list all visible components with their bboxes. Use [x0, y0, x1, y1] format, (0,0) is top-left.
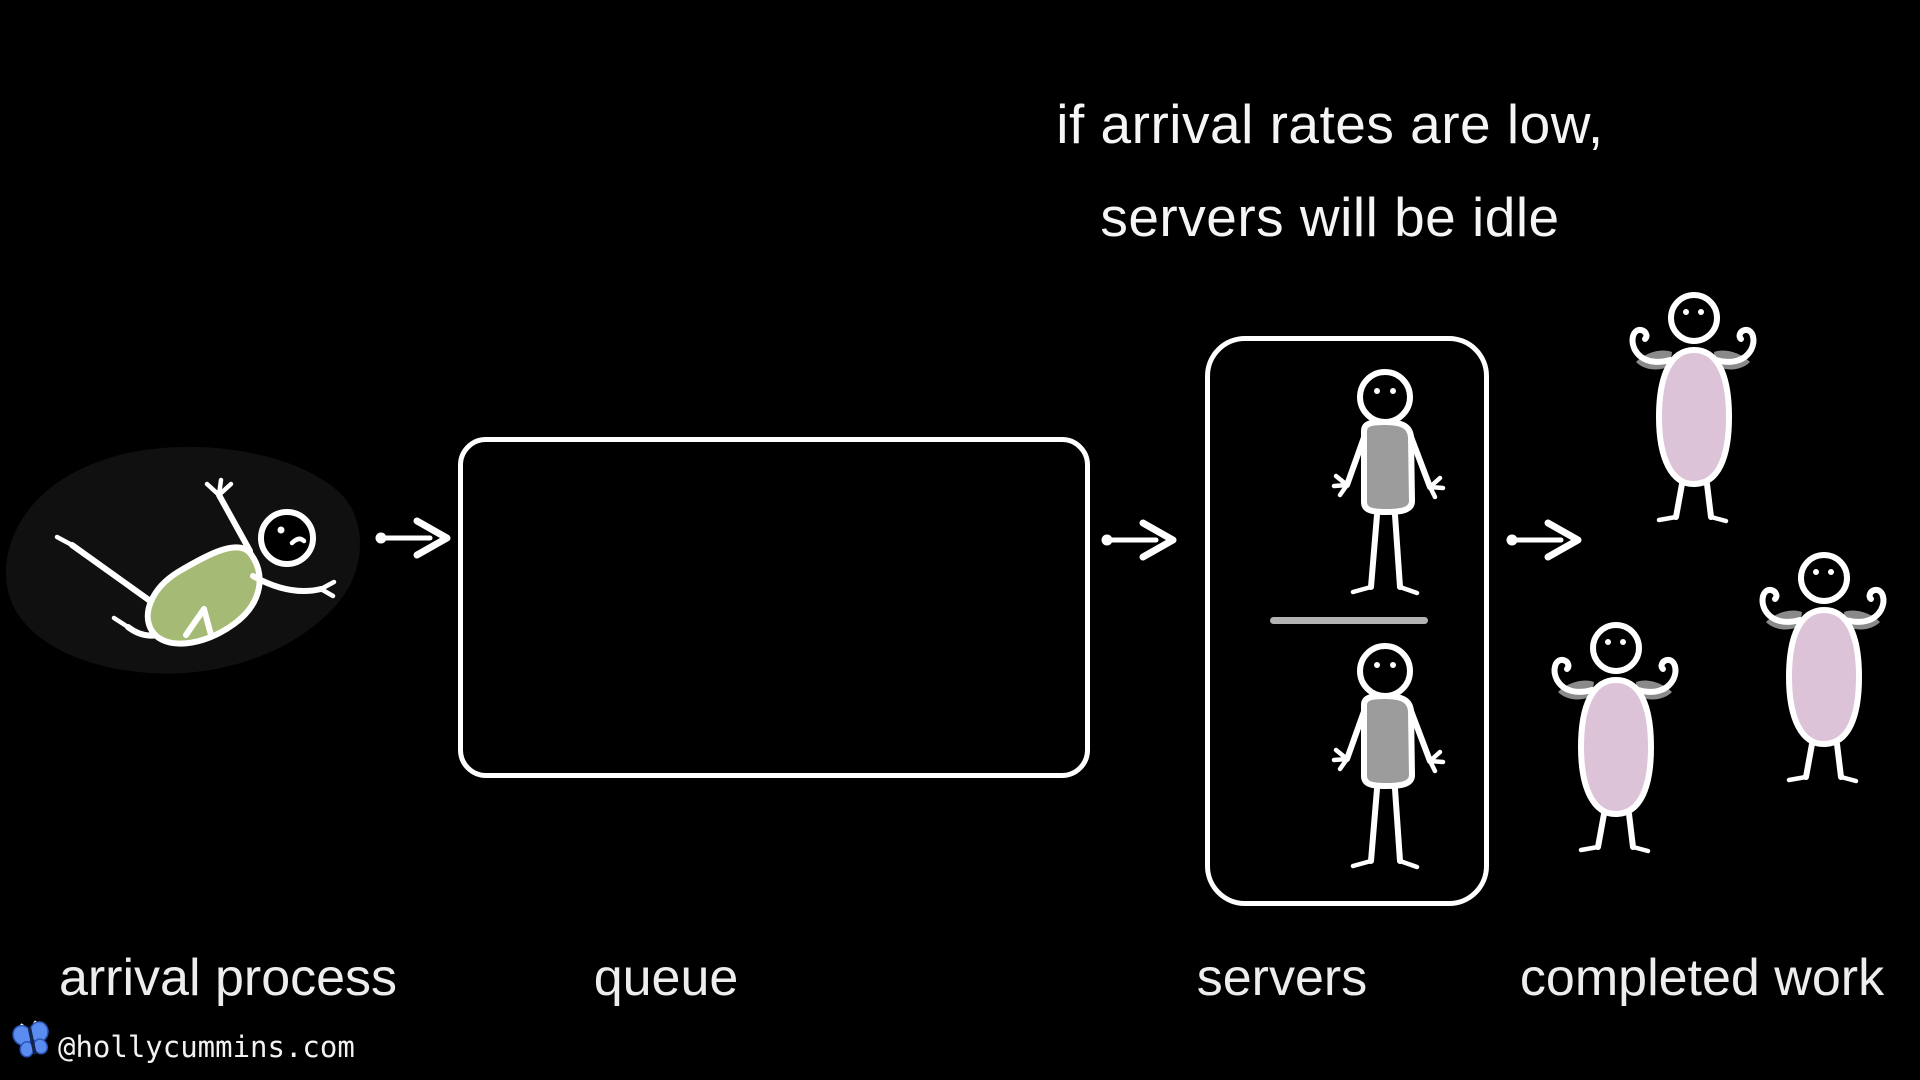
flow-arrow-servers-to-completed	[1506, 519, 1582, 561]
footer-handle: @hollycummins.com	[58, 1030, 355, 1064]
server-figure-1	[1331, 369, 1446, 596]
stage-label-queue: queue	[593, 949, 739, 1007]
completed-figure-3	[1759, 552, 1887, 784]
queue-box	[458, 437, 1090, 778]
arrival-figure	[5, 446, 361, 674]
flow-arrow-arrival-to-queue	[375, 517, 451, 559]
completed-figure-2	[1551, 622, 1679, 854]
slide-title-line-2: servers will be idle	[1100, 186, 1560, 248]
completed-figure-1	[1629, 292, 1757, 524]
arrival-figure-head	[258, 509, 316, 567]
stage-label-completed-work: completed work	[1519, 949, 1885, 1007]
stage-label-arrival-process: arrival process	[58, 949, 398, 1007]
flow-arrow-queue-to-servers	[1101, 519, 1177, 561]
arrival-figure-torso	[144, 544, 263, 647]
stage-label-servers: servers	[1196, 949, 1368, 1007]
server-divider-line	[1270, 617, 1428, 624]
server-figure-2	[1331, 643, 1446, 870]
servers-box	[1205, 336, 1489, 906]
arrival-blob	[5, 446, 361, 674]
slide-title-line-1: if arrival rates are low,	[1056, 93, 1604, 155]
slide-title: if arrival rates are low, servers will b…	[1020, 78, 1640, 264]
butterfly-icon	[12, 1020, 49, 1058]
